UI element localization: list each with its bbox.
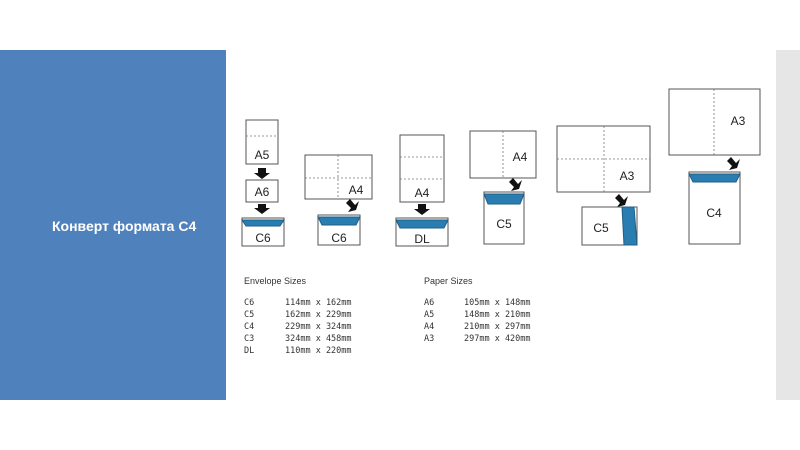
- title-panel: Конверт формата С4: [0, 50, 226, 400]
- paper-a4: [399, 134, 445, 203]
- label-a4: A4: [349, 183, 364, 197]
- group-a4-c6: A4 C6: [304, 154, 373, 246]
- paper-a6: [245, 179, 279, 203]
- label-c6: C6: [255, 231, 271, 245]
- envelope-flap: [241, 219, 285, 227]
- label-a4: A4: [513, 150, 528, 164]
- paper-a4: [304, 154, 373, 200]
- group-a3-c5: A3 C5: [556, 125, 651, 246]
- slide-title: Конверт формата С4: [52, 218, 197, 234]
- label-c6: C6: [331, 231, 347, 245]
- label-a3: A3: [620, 169, 635, 183]
- paper-name: A3: [424, 334, 434, 344]
- envelope-size: 110mm x 220mm: [285, 346, 352, 356]
- label-a3: A3: [731, 114, 746, 128]
- envelope-c4: [688, 171, 741, 245]
- envelope-flap: [483, 193, 525, 205]
- paper-a5: [245, 119, 279, 165]
- group-a3-c4: A3 C4: [668, 88, 761, 245]
- paper-sizes-heading: Paper Sizes: [424, 276, 473, 286]
- paper-name: A6: [424, 298, 434, 308]
- paper-size: 297mm x 420mm: [464, 334, 531, 344]
- slide: Конверт формата С4: [0, 50, 800, 400]
- side-strip: [776, 50, 800, 400]
- paper-size: 148mm x 210mm: [464, 310, 531, 320]
- arrow-down-icon: [254, 204, 270, 214]
- envelope-size: 324mm x 458mm: [285, 334, 352, 344]
- envelope-flap: [317, 216, 361, 226]
- group-a4-dl: A4 DL: [395, 134, 449, 247]
- paper-name: A5: [424, 310, 434, 320]
- label-a6: A6: [255, 185, 270, 199]
- paper-sizes-table: Paper Sizes A6 105mm x 148mm A5 148mm x …: [424, 276, 531, 344]
- envelope-name: DL: [244, 346, 254, 356]
- arrow-diagonal-icon: [727, 157, 740, 170]
- label-dl: DL: [414, 232, 430, 246]
- arrow-diagonal-icon: [615, 194, 628, 207]
- envelope-name: C5: [244, 310, 254, 320]
- envelope-flap: [688, 173, 741, 183]
- arrow-diagonal-icon: [346, 199, 359, 212]
- envelope-name: C4: [244, 322, 254, 332]
- label-a4: A4: [415, 186, 430, 200]
- arrow-diagonal-icon: [509, 178, 522, 191]
- group-a5-a6-c6: A5 A6 C6: [241, 119, 285, 247]
- group-a4-c5: A4 C5: [469, 130, 537, 245]
- envelope-sizes-heading: Envelope Sizes: [244, 276, 307, 286]
- label-c5: C5: [496, 217, 512, 231]
- paper-name: A4: [424, 322, 434, 332]
- envelope-size: 114mm x 162mm: [285, 298, 352, 308]
- label-a5: A5: [255, 148, 270, 162]
- envelope-name: C6: [244, 298, 254, 308]
- arrow-down-icon: [414, 204, 430, 215]
- paper-a3: [668, 88, 761, 156]
- label-c5: C5: [593, 221, 609, 235]
- envelope-flap: [621, 206, 638, 246]
- envelope-size: 229mm x 324mm: [285, 322, 352, 332]
- envelope-size: 162mm x 229mm: [285, 310, 352, 320]
- paper-a4: [469, 130, 537, 179]
- label-c4: C4: [706, 206, 722, 220]
- envelope-flap: [395, 219, 449, 229]
- arrow-down-icon: [254, 168, 270, 179]
- envelope-name: C3: [244, 334, 254, 344]
- paper-size: 210mm x 297mm: [464, 322, 531, 332]
- paper-size: 105mm x 148mm: [464, 298, 531, 308]
- envelope-sizes-table: Envelope Sizes C6 114mm x 162mm C5 162mm…: [244, 276, 352, 356]
